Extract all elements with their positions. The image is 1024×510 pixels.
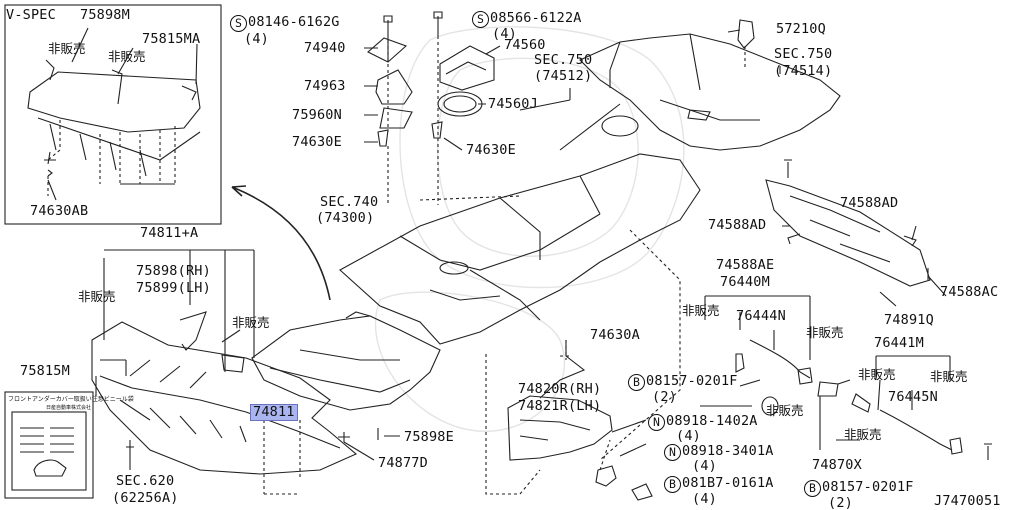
label-sec750: SEC.750 xyxy=(774,46,833,62)
label-74630E: 74630E xyxy=(466,142,516,158)
label-74811-highlighted[interactable]: 74811 xyxy=(250,404,298,421)
label-74870X: 74870X xyxy=(812,457,862,473)
label-74588AC: 74588AC xyxy=(940,284,999,300)
label-sec750-sub: (74512) xyxy=(534,68,593,84)
b-symbol-icon: B xyxy=(664,476,681,493)
note-not-for-sale: 非販売 xyxy=(858,367,896,382)
label-sec620: SEC.620 xyxy=(116,473,175,489)
label-sec750-sub: (74514) xyxy=(774,63,833,79)
qty-nut-08918-3401A: (4) xyxy=(692,458,717,474)
diagram-id: J7470051 xyxy=(934,493,1001,509)
label-sheet-header: フロントアンダーカバー取扱い注意ビニール袋 xyxy=(8,396,134,403)
label-75898RH: 75898(RH) xyxy=(136,263,211,279)
label-74630E: 74630E xyxy=(292,134,342,150)
label-74630AB: 74630AB xyxy=(30,203,89,219)
label-74588AD: 74588AD xyxy=(708,217,767,233)
label-sec740: SEC.740 xyxy=(320,194,379,210)
label-sheet-sub: 日産自動車株式会社 xyxy=(46,405,92,411)
n-symbol-icon: N xyxy=(664,444,681,461)
qty-nut-08918-1402A: (4) xyxy=(676,428,701,444)
qty-bolt-081B7: (4) xyxy=(692,491,717,507)
label-74891Q: 74891Q xyxy=(884,312,934,328)
note-not-for-sale: 非販売 xyxy=(844,427,882,442)
label-74963: 74963 xyxy=(304,78,346,94)
b-symbol-icon: B xyxy=(804,480,821,497)
qty-bolt-08146: (4) xyxy=(244,31,269,47)
s-symbol-icon: S xyxy=(230,15,247,32)
note-not-for-sale: 非販売 xyxy=(806,325,844,340)
b-symbol-icon: B xyxy=(628,374,645,391)
label-75899LH: 75899(LH) xyxy=(136,280,211,296)
label-74820R: 74820R(RH) xyxy=(518,381,602,397)
label-75815MA: 75815MA xyxy=(142,31,201,47)
label-74560: 74560 xyxy=(504,37,546,53)
label-sec620-sub: (62256A) xyxy=(112,490,179,506)
label-76440M: 76440M xyxy=(720,274,770,290)
note-not-for-sale: 非販売 xyxy=(930,369,968,384)
label-75815M: 75815M xyxy=(20,363,70,379)
note-not-for-sale: 非販売 xyxy=(48,41,86,56)
note-not-for-sale: 非販売 xyxy=(682,303,720,318)
note-not-for-sale: 非販売 xyxy=(78,289,116,304)
label-sec750: SEC.750 xyxy=(534,52,593,68)
label-75898M: 75898M xyxy=(80,7,130,23)
label-74560J: 74560J xyxy=(488,96,538,112)
label-sec740-sub: (74300) xyxy=(316,210,375,226)
note-not-for-sale: 非販売 xyxy=(766,403,804,418)
label-74940: 74940 xyxy=(304,40,346,56)
label-74821R: 74821R(LH) xyxy=(518,398,602,414)
label-74588AD: 74588AD xyxy=(840,195,899,211)
label-74588AE: 74588AE xyxy=(716,257,775,273)
label-76445N: 76445N xyxy=(888,389,938,405)
qty-bolt-08157-b: (2) xyxy=(828,495,853,510)
label-57210Q: 57210Q xyxy=(776,21,826,37)
label-74877D: 74877D xyxy=(378,455,428,471)
qty-bolt-08566: (4) xyxy=(492,26,517,42)
n-symbol-icon: N xyxy=(648,414,665,431)
note-not-for-sale: 非販売 xyxy=(108,49,146,64)
label-74811A: 74811+A xyxy=(140,225,199,241)
label-75898E: 75898E xyxy=(404,429,454,445)
qty-bolt-08157-a: (2) xyxy=(652,389,677,405)
inset-frame xyxy=(4,4,222,225)
label-76444N: 76444N xyxy=(736,308,786,324)
note-not-for-sale: 非販売 xyxy=(232,315,270,330)
label-76441M: 76441M xyxy=(874,335,924,351)
label-74630A: 74630A xyxy=(590,327,640,343)
label-75960N: 75960N xyxy=(292,107,342,123)
inset-title: V-SPEC xyxy=(6,7,56,23)
s-symbol-icon: S xyxy=(472,11,489,28)
